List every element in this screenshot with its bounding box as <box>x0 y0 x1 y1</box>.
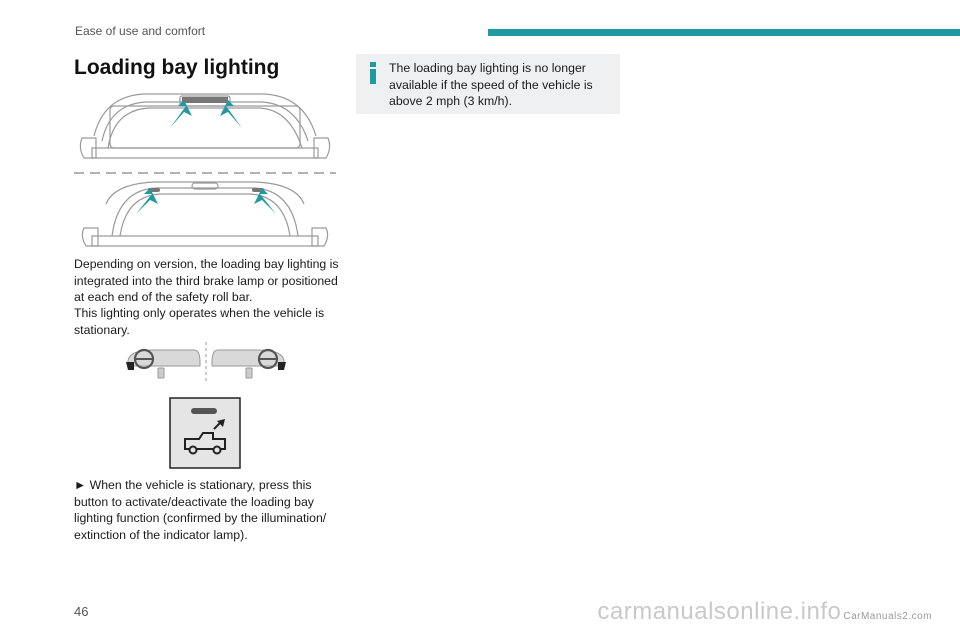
paragraph-description: Depending on version, the loading bay li… <box>74 257 339 304</box>
lhd-rhd-illustration <box>126 342 286 382</box>
page-title: Loading bay lighting <box>74 56 280 79</box>
header-section-title: Ease of use and comfort <box>75 24 206 38</box>
truck-lighting-illustration <box>74 93 336 247</box>
page-number: 46 <box>74 604 89 619</box>
info-callout: The loading bay lighting is no longer av… <box>356 54 620 114</box>
header-accent-bar <box>488 29 960 36</box>
info-icon <box>370 62 376 84</box>
loading-bay-lighting-button <box>169 397 241 469</box>
info-text: The loading bay lighting is no longer av… <box>389 61 593 108</box>
paragraph-stationary: This lighting only operates when the veh… <box>74 306 325 337</box>
paragraph-instruction: ► When the vehicle is stationary, press … <box>74 478 327 542</box>
